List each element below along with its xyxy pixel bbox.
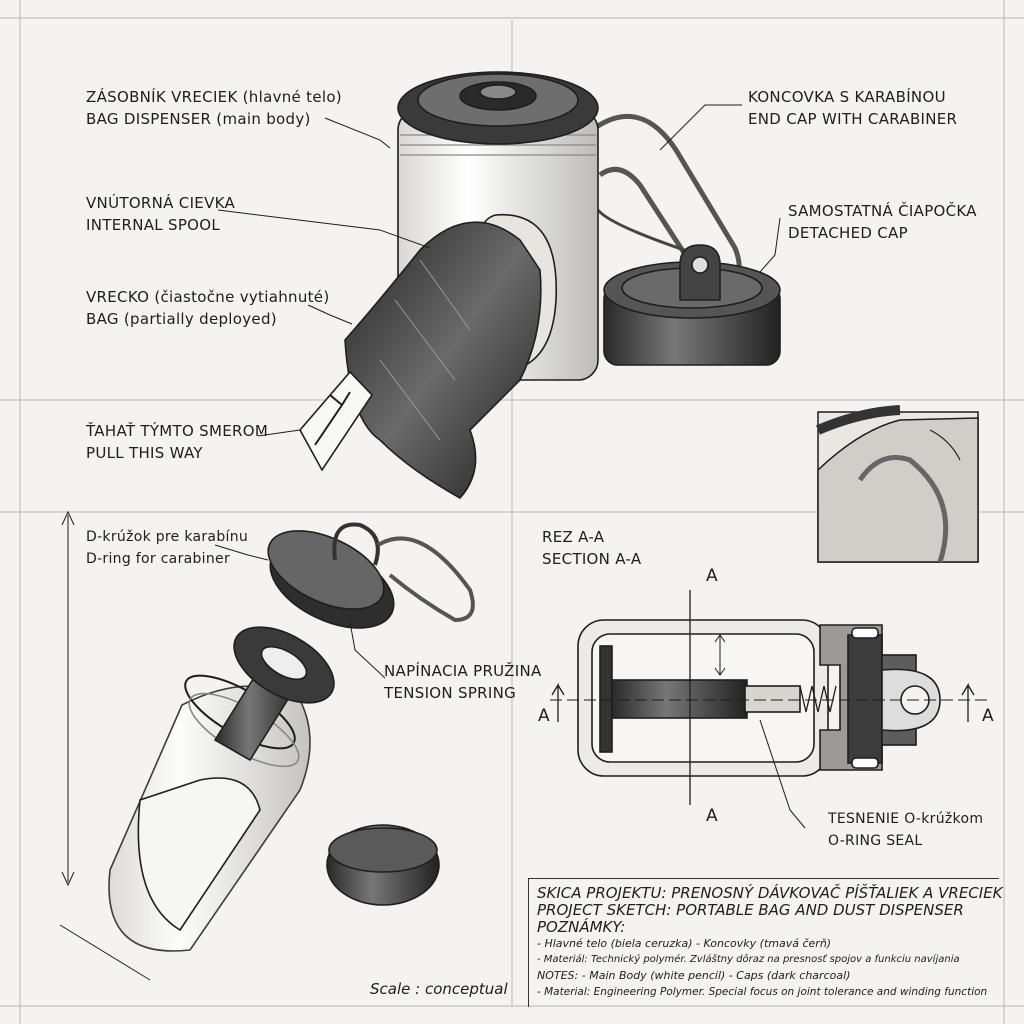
label-dring-en: D-ring for carabiner [86, 551, 231, 567]
label-dring-sk: D-krúžok pre karabínu [86, 529, 249, 545]
title-line-en: PROJECT SKETCH: PORTABLE BAG AND DUST DI… [537, 901, 964, 919]
title-block: SKICA PROJEKTU: PRENOSNÝ DÁVKOVAČ PÍŠŤAL… [528, 878, 1003, 1007]
label-section-en: SECTION A-A [542, 550, 642, 568]
exploded-view [59, 510, 475, 981]
label-bag-sk: VRECKO (čiastočne vytiahnuté) [86, 288, 330, 306]
label-oring: TESNENIE O-krúžkom O-RING SEAL [828, 808, 983, 852]
notes-heading: POZNÁMKY: [537, 918, 626, 936]
label-bag-en: BAG (partially deployed) [86, 310, 277, 328]
label-pull: ŤAHAŤ TÝMTO SMEROM PULL THIS WAY [86, 420, 268, 464]
detail-view [816, 405, 979, 563]
label-section-sk: REZ A-A [542, 528, 605, 546]
label-section: REZ A-A SECTION A-A [542, 526, 641, 570]
section-marker-top: A [706, 566, 718, 586]
label-bag: VRECKO (čiastočne vytiahnuté) BAG (parti… [86, 286, 330, 330]
scale-note: Scale : conceptual [370, 980, 508, 998]
note-3: NOTES: - Main Body (white pencil) - Caps… [537, 969, 851, 982]
label-spool-en: INTERNAL SPOOL [86, 216, 221, 234]
label-detached-cap-en: DETACHED CAP [788, 224, 908, 242]
label-spool: VNÚTORNÁ CIEVKA INTERNAL SPOOL [86, 192, 235, 236]
label-dring: D-krúžok pre karabínu D-ring for carabin… [86, 526, 248, 570]
leader-lines [214, 104, 806, 829]
section-view [550, 590, 990, 805]
note-2: - Materiál: Technický polymér. Zvláštny … [537, 954, 960, 965]
label-oring-sk: TESNENIE O-krúžkom [828, 811, 984, 827]
label-end-cap: KONCOVKA S KARABÍNOU END CAP WITH CARABI… [748, 86, 957, 130]
main-dispenser-drawing [299, 71, 781, 500]
label-oring-en: O-RING SEAL [828, 833, 923, 849]
label-end-cap-en: END CAP WITH CARABINER [748, 110, 958, 128]
section-marker-right: A [982, 706, 994, 726]
label-spring-sk: NAPÍNACIA PRUŽINA [384, 662, 542, 680]
label-detached-cap: SAMOSTATNÁ ČIAPOČKA DETACHED CAP [788, 200, 977, 244]
note-4: - Material: Engineering Polymer. Special… [537, 986, 988, 998]
section-marker-left: A [538, 706, 550, 726]
label-bag-dispenser-en: BAG DISPENSER (main body) [86, 110, 311, 128]
label-bag-dispenser-sk: ZÁSOBNÍK VRECIEK (hlavné telo) [86, 88, 342, 106]
label-spool-sk: VNÚTORNÁ CIEVKA [86, 194, 236, 212]
section-marker-bottom: A [706, 806, 718, 826]
pull-tag [299, 370, 374, 472]
bag-shape [344, 221, 542, 500]
label-detached-cap-sk: SAMOSTATNÁ ČIAPOČKA [788, 202, 977, 220]
label-bag-dispenser: ZÁSOBNÍK VRECIEK (hlavné telo) BAG DISPE… [86, 86, 342, 130]
label-spring-en: TENSION SPRING [384, 684, 517, 702]
label-pull-en: PULL THIS WAY [86, 444, 203, 462]
note-1: - Hlavné telo (biela ceruzka) - Koncovky… [537, 937, 832, 950]
label-pull-sk: ŤAHAŤ TÝMTO SMEROM [86, 422, 269, 440]
label-spring: NAPÍNACIA PRUŽINA TENSION SPRING [384, 660, 542, 704]
label-end-cap-sk: KONCOVKA S KARABÍNOU [748, 88, 946, 106]
title-line-sk: SKICA PROJEKTU: PRENOSNÝ DÁVKOVAČ PÍŠŤAL… [537, 884, 1003, 902]
